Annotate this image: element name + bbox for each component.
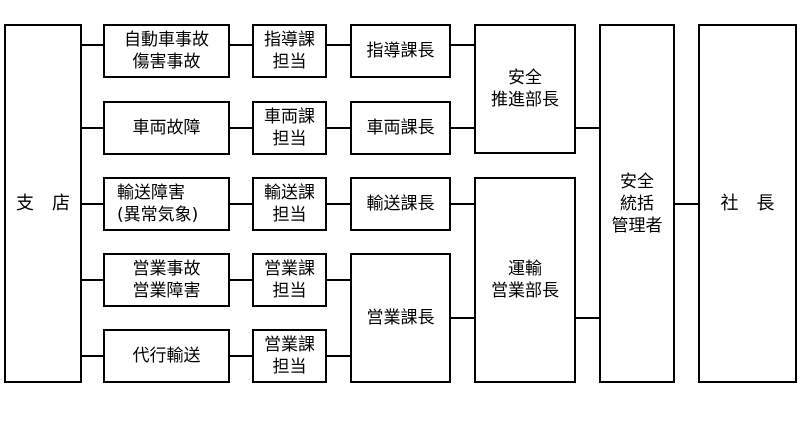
connector — [228, 203, 253, 205]
connector — [574, 127, 600, 129]
staff-label: 車両課 担当 — [264, 107, 315, 149]
department-head-label: 運輸 営業部長 — [491, 259, 559, 301]
connector — [80, 44, 104, 46]
incident-label: 営業事故 営業障害 — [132, 259, 201, 301]
connector — [574, 317, 600, 319]
incident-label: 代行輸送 — [132, 346, 201, 366]
connector — [228, 127, 253, 129]
incident-label: 自動車事故 傷害事故 — [124, 30, 209, 72]
connector — [228, 279, 253, 281]
connector — [449, 317, 475, 319]
incident-label: 車両故障 — [132, 118, 201, 138]
connector — [80, 127, 104, 129]
section-chief-box: 営業課長 — [350, 253, 451, 383]
connector — [449, 203, 475, 205]
safety-manager-box: 安全 統括 管理者 — [599, 24, 675, 383]
staff-box: 営業課 担当 — [252, 329, 327, 383]
branch-label: 支 店 — [16, 192, 70, 214]
staff-label: 輸送課 担当 — [264, 183, 315, 225]
connector — [228, 44, 253, 46]
president-label: 社 長 — [720, 192, 775, 214]
staff-label: 営業課 担当 — [264, 335, 315, 377]
section-chief-box: 車両課長 — [350, 101, 451, 155]
connector — [449, 127, 475, 129]
incident-box: 輸送障害 (異常気象) — [103, 177, 230, 231]
section-chief-label: 輸送課長 — [366, 194, 435, 214]
safety-manager-label: 安全 統括 管理者 — [611, 171, 663, 236]
connector — [228, 355, 253, 357]
branch-box: 支 店 — [4, 24, 82, 383]
section-chief-box: 輸送課長 — [350, 177, 451, 231]
department-head-box: 運輸 営業部長 — [474, 177, 576, 383]
incident-box: 営業事故 営業障害 — [103, 253, 230, 307]
section-chief-label: 営業課長 — [366, 308, 435, 328]
connector — [325, 279, 351, 281]
staff-label: 営業課 担当 — [264, 259, 315, 301]
incident-box: 自動車事故 傷害事故 — [103, 24, 230, 78]
staff-box: 車両課 担当 — [252, 101, 327, 155]
connector — [325, 44, 351, 46]
connector — [325, 355, 351, 357]
connector — [80, 355, 104, 357]
staff-box: 営業課 担当 — [252, 253, 327, 307]
staff-box: 指導課 担当 — [252, 24, 327, 78]
incident-label: 輸送障害 (異常気象) — [117, 183, 199, 225]
incident-box: 車両故障 — [103, 101, 230, 155]
connector — [325, 203, 351, 205]
department-head-label: 安全 推進部長 — [491, 68, 559, 110]
staff-label: 指導課 担当 — [264, 30, 315, 72]
connector — [80, 279, 104, 281]
connector — [673, 203, 699, 205]
connector — [80, 203, 104, 205]
connector — [325, 127, 351, 129]
president-box: 社 長 — [698, 24, 797, 383]
connector — [449, 44, 475, 46]
section-chief-box: 指導課長 — [350, 24, 451, 78]
department-head-box: 安全 推進部長 — [474, 24, 576, 154]
incident-box: 代行輸送 — [103, 329, 230, 383]
section-chief-label: 指導課長 — [366, 41, 435, 61]
staff-box: 輸送課 担当 — [252, 177, 327, 231]
section-chief-label: 車両課長 — [366, 118, 435, 138]
